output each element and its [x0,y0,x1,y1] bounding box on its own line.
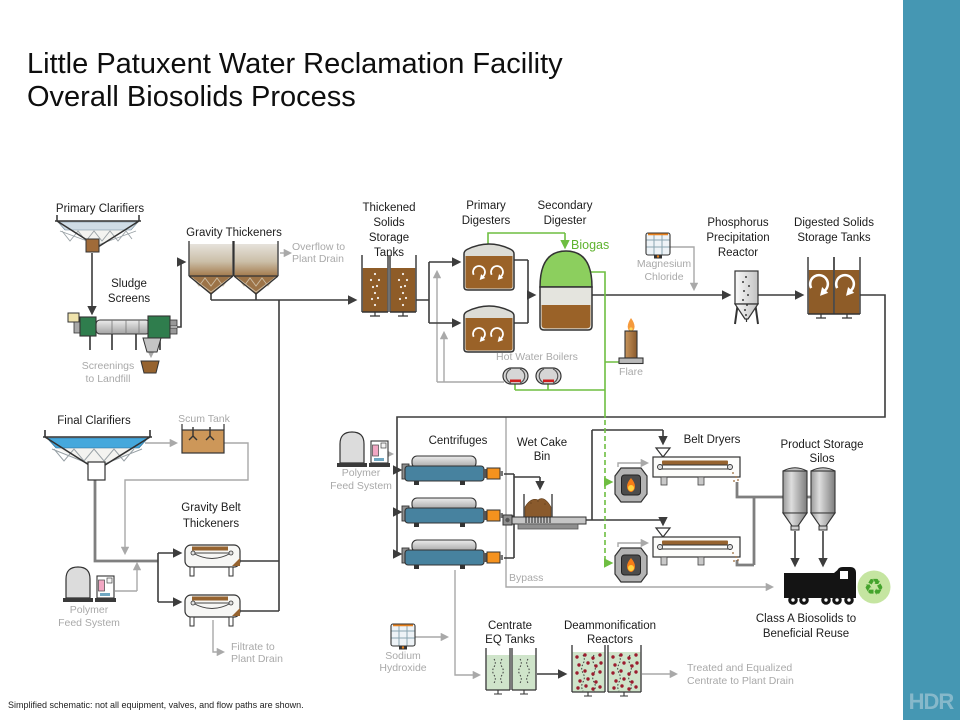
overflow-label: Overflow to [292,241,345,253]
svg-text:♻: ♻ [864,575,885,601]
sodium-hydroxide-tote-icon [390,623,416,651]
centrate-eq-tanks-shape [485,647,537,695]
polymer-feed-mid-label: Polymer [342,467,381,479]
wet-cake-bin-label: Wet Cake [517,437,567,449]
svg-text:Reactors: Reactors [587,634,633,646]
thickened-tanks-label: Thickened [362,202,415,214]
treated-centrate-label: Treated and Equalized [687,662,792,674]
svg-text:Storage: Storage [369,232,409,244]
labels: Primary Clarifiers Gravity Thickeners Sl… [56,200,874,687]
deammonification-reactors-shape [571,644,642,697]
primary-digesters-label: Primary [466,200,506,212]
screenings-label: Screenings [82,360,135,372]
filtrate-label: Filtrate to [231,641,275,653]
svg-text:Reactor: Reactor [718,247,758,259]
recycle-icon: ♻ [857,570,891,604]
centrate-eq-label: Centrate [488,620,532,632]
hot-water-boilers-label: Hot Water Boilers [496,351,578,363]
scum-tank-shape [181,424,225,454]
svg-text:Hydroxide: Hydroxide [379,662,426,674]
product-storage-silos-shape [782,467,836,531]
scum-tank-label: Scum Tank [178,413,230,425]
svg-text:Digesters: Digesters [462,215,511,227]
page-title-line1: Little Patuxent Water Reclamation Facili… [27,48,563,80]
svg-text:Tanks: Tanks [374,247,404,259]
belt-dryers-shape [652,447,741,566]
gravity-thickeners-shape [188,240,279,295]
dryer-furnaces-icon [614,467,648,583]
page-title-line2: Overall Biosolids Process [27,81,356,113]
class-a-label: Class A Biosolids to [756,613,856,625]
deammonification-label: Deammonification [564,620,656,632]
wet-cake-bin-shape [502,494,587,530]
svg-text:Plant Drain: Plant Drain [231,653,283,665]
screenings-bin-icon [140,360,160,374]
magnesium-chloride-tote-icon [645,232,671,260]
sludge-screens-label: Sludge [111,278,147,290]
final-clarifiers-label: Final Clarifiers [57,415,131,427]
flow-lines-thick [93,480,812,567]
centrifuges-shape [401,455,504,570]
hot-water-boilers-shape [502,367,562,385]
sodium-hydroxide-label: Sodium [385,650,421,662]
truck-icon [784,567,856,605]
footer-note: Simplified schematic: not all equipment,… [8,700,304,710]
svg-text:Bin: Bin [534,451,551,463]
gravity-thickeners-label: Gravity Thickeners [186,227,282,239]
belt-dryers-label: Belt Dryers [684,434,741,446]
svg-text:Beneficial Reuse: Beneficial Reuse [763,628,849,640]
hdr-logo: HDR [909,689,955,714]
svg-text:Thickeners: Thickeners [183,518,239,530]
phosphorus-reactor-label: Phosphorus [707,217,769,229]
svg-text:Precipitation: Precipitation [706,232,769,244]
product-silos-label: Product Storage [780,439,863,451]
svg-text:Feed System: Feed System [330,480,392,492]
polymer-feed-system-left-shape [62,566,117,603]
svg-text:to Landfill: to Landfill [86,373,131,385]
primary-clarifiers-label: Primary Clarifiers [56,203,144,215]
sludge-screens-shape [67,312,178,353]
polymer-feed-left-label: Polymer [70,604,109,616]
gravity-belt-thickeners-shape [184,544,241,627]
svg-text:Plant Drain: Plant Drain [292,253,344,265]
biogas-label: Biogas [571,238,609,252]
svg-text:Chloride: Chloride [644,271,683,283]
svg-text:Digester: Digester [544,215,587,227]
flare-icon [618,318,644,365]
primary-digesters-shape [464,244,514,352]
secondary-digester-shape [539,250,593,331]
svg-text:Centrate to Plant Drain: Centrate to Plant Drain [687,675,794,687]
accent-bar [903,0,960,720]
svg-text:Storage Tanks: Storage Tanks [797,232,871,244]
svg-text:Silos: Silos [810,453,835,465]
digested-solids-storage-tanks-shape [807,256,861,319]
centrifuges-label: Centrifuges [429,435,488,447]
svg-text:Solids: Solids [373,217,405,229]
thickened-solids-storage-tanks-shape [361,254,417,317]
magnesium-chloride-label: Magnesium [637,258,692,270]
bypass-label: Bypass [509,572,543,584]
flare-label: Flare [619,366,643,378]
gravity-belt-thickeners-label: Gravity Belt [181,502,241,514]
svg-text:EQ Tanks: EQ Tanks [485,634,535,646]
polymer-feed-system-mid-shape [336,431,391,468]
svg-text:Feed System: Feed System [58,617,120,629]
svg-text:Screens: Screens [108,293,150,305]
flow-lines-biogas [487,232,619,568]
digested-tanks-label: Digested Solids [794,217,874,229]
phosphorus-reactor-shape [733,270,760,325]
primary-clarifier-shape [55,215,141,253]
secondary-digester-label: Secondary [538,200,593,212]
final-clarifier-shape [43,430,152,481]
